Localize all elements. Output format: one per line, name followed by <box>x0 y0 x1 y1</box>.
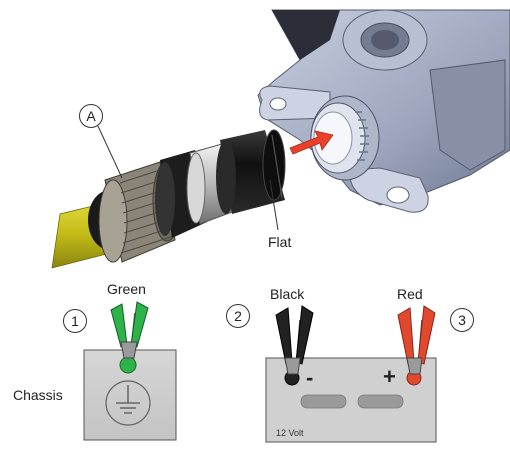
minus-sign: - <box>306 365 314 390</box>
chassis-terminal <box>119 356 137 374</box>
ground-symbol-icon <box>116 385 140 414</box>
flat-label: Flat <box>268 234 292 250</box>
callout-a-leader <box>97 125 123 179</box>
green-label: Green <box>107 281 146 297</box>
black-clip <box>275 305 314 375</box>
flat-leader <box>269 179 279 231</box>
pump-body <box>257 9 510 213</box>
green-clip <box>110 301 149 359</box>
callout-a: A <box>79 104 103 128</box>
callout-3: 3 <box>450 308 474 332</box>
cable-connector <box>51 129 286 269</box>
arrow-icon <box>289 130 334 155</box>
black-label: Black <box>270 286 305 302</box>
battery-voltage-label: 12 Volt <box>276 428 304 438</box>
callout-2: 2 <box>226 304 250 328</box>
chassis-label: Chassis <box>13 387 63 403</box>
red-clip <box>397 305 436 375</box>
chassis-panel <box>83 349 177 441</box>
battery-cell-1 <box>300 394 347 409</box>
plus-sign: + <box>383 364 396 389</box>
callout-1: 1 <box>63 309 87 333</box>
red-label: Red <box>397 286 423 302</box>
battery-cell-2 <box>357 394 404 409</box>
